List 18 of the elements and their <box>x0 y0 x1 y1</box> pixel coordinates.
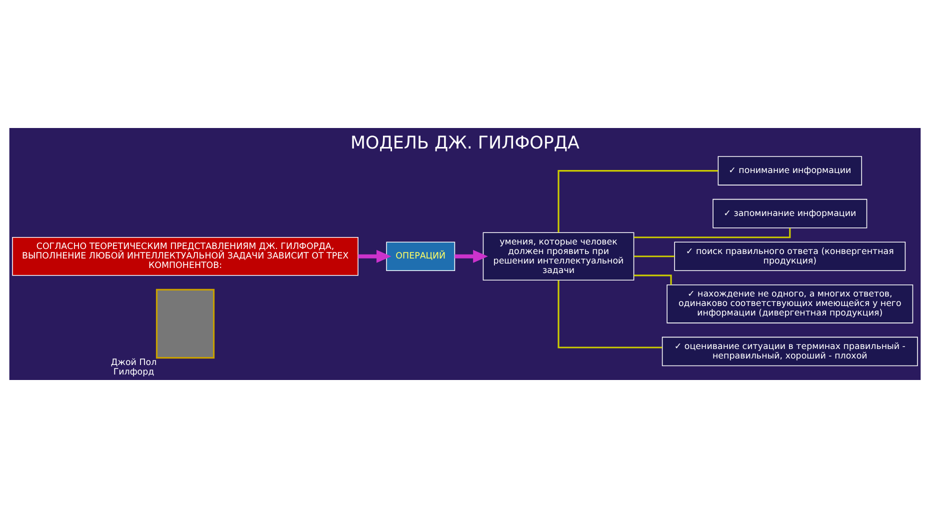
node-box: ✓ поиск правильного ответа (конвергентная продукция) <box>674 242 906 272</box>
diagram-title: МОДЕЛЬ ДЖ. ГИЛФОРДА <box>350 133 580 154</box>
node-box: ✓ понимание информации <box>718 156 862 186</box>
node-box: СОГЛАСНО ТЕОРЕТИЧЕСКИМ ПРЕДСТАВЛЕНИЯМ ДЖ. ГИЛФОРДА, ВЫПОЛНЕНИЕ ЛЮБОЙ ИНТЕЛЛЕКТУАЛЬНОЙ ЗАДАЧИ ЗАВИСИТ ОТ ТРЕХ КОМПОНЕНТОВ: <box>12 236 358 276</box>
node-box <box>156 288 215 359</box>
connector <box>634 228 791 238</box>
connector <box>634 256 674 258</box>
node-box: ✓ нахождение не одного, а многих ответов, одинаково соответствующих имеющейся у него информации (дивергентная продукция) <box>666 284 914 324</box>
node-box: ОПЕРАЦИЙ <box>386 242 456 272</box>
connector <box>558 170 718 233</box>
arrow <box>454 250 488 263</box>
arrow <box>358 250 392 263</box>
node-box: ✓ запоминание информации <box>712 198 868 228</box>
connector <box>634 274 672 285</box>
connector <box>558 280 662 348</box>
node-label: Джой Пол Гилфорд <box>110 358 157 378</box>
node-box: ✓ оценивание ситуации в терминах правильный - неправильный, хороший - плохой <box>662 336 918 366</box>
node-box: умения, которые человек должен проявить при решении интеллектуальной задачи <box>482 232 634 281</box>
